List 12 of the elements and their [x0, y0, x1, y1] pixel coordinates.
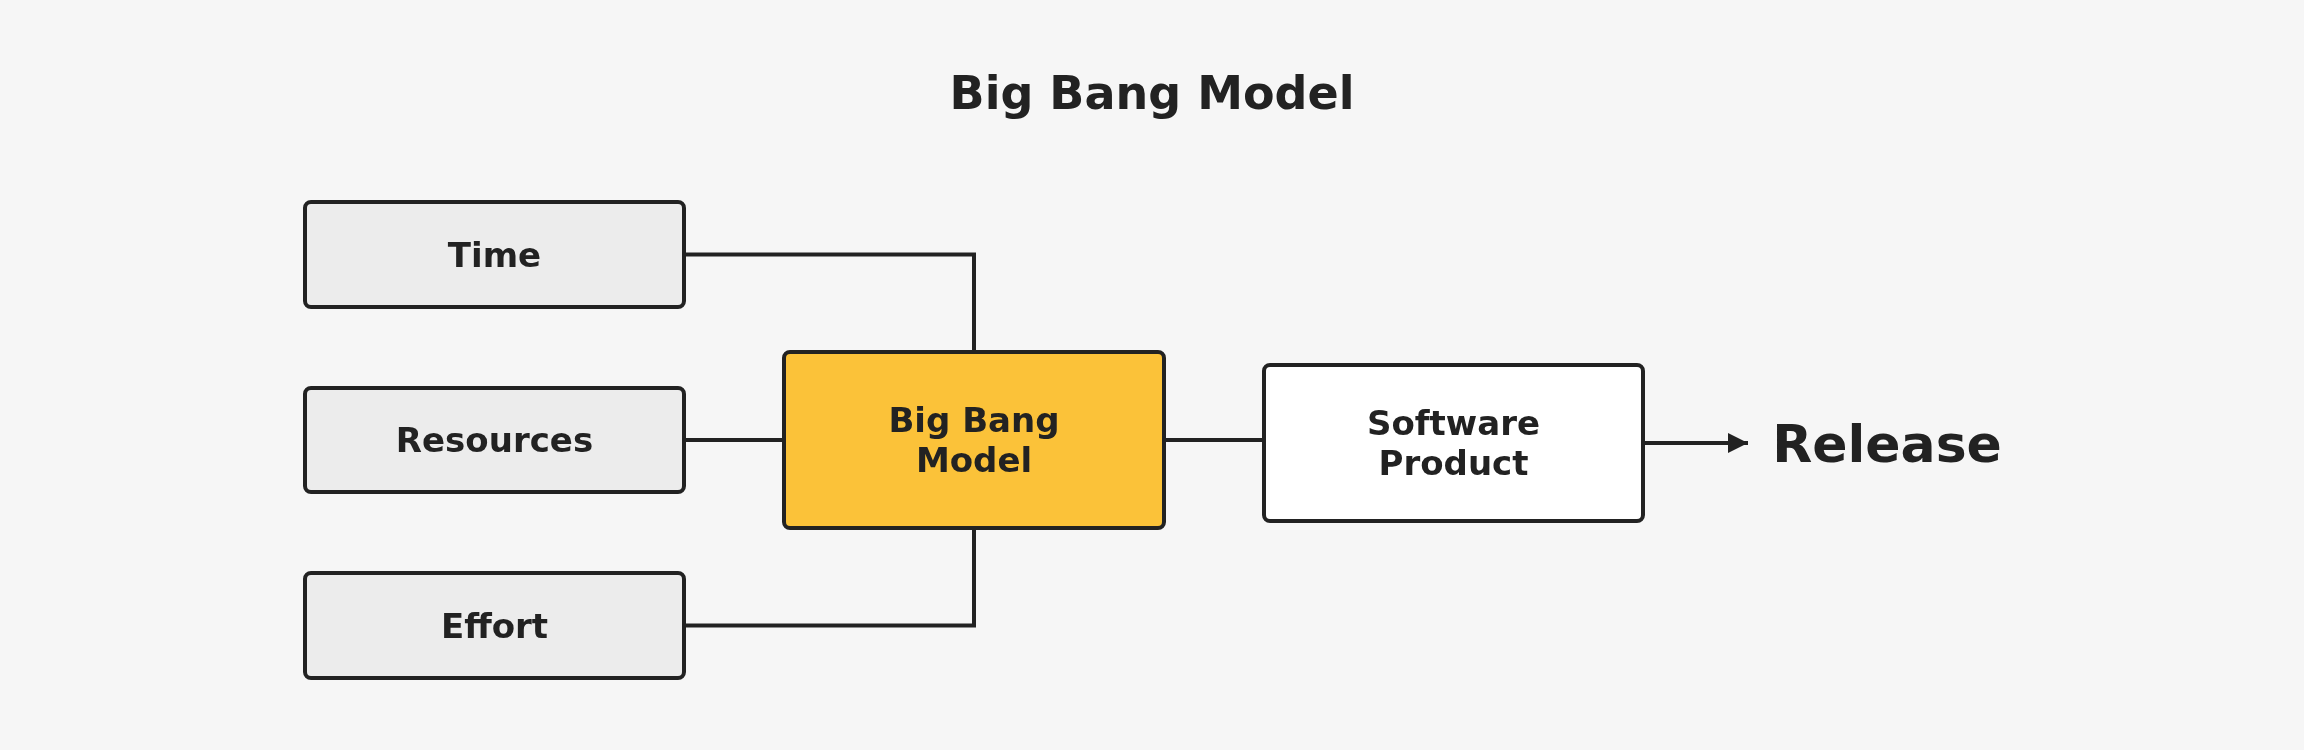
arrow [1645, 433, 1748, 453]
connector-line [686, 252, 976, 350]
diagram-title: Big Bang Model [948, 66, 1356, 120]
connector-line [686, 530, 976, 628]
input-box: Effort [303, 571, 686, 680]
output-box: Software Product [1262, 363, 1645, 523]
input-box: Time [303, 200, 686, 309]
connector-line [1166, 438, 1262, 442]
process-box: Big Bang Model [782, 350, 1166, 530]
connector-line [686, 438, 782, 442]
input-box: Resources [303, 386, 686, 494]
node-label: Release [1762, 404, 2012, 484]
